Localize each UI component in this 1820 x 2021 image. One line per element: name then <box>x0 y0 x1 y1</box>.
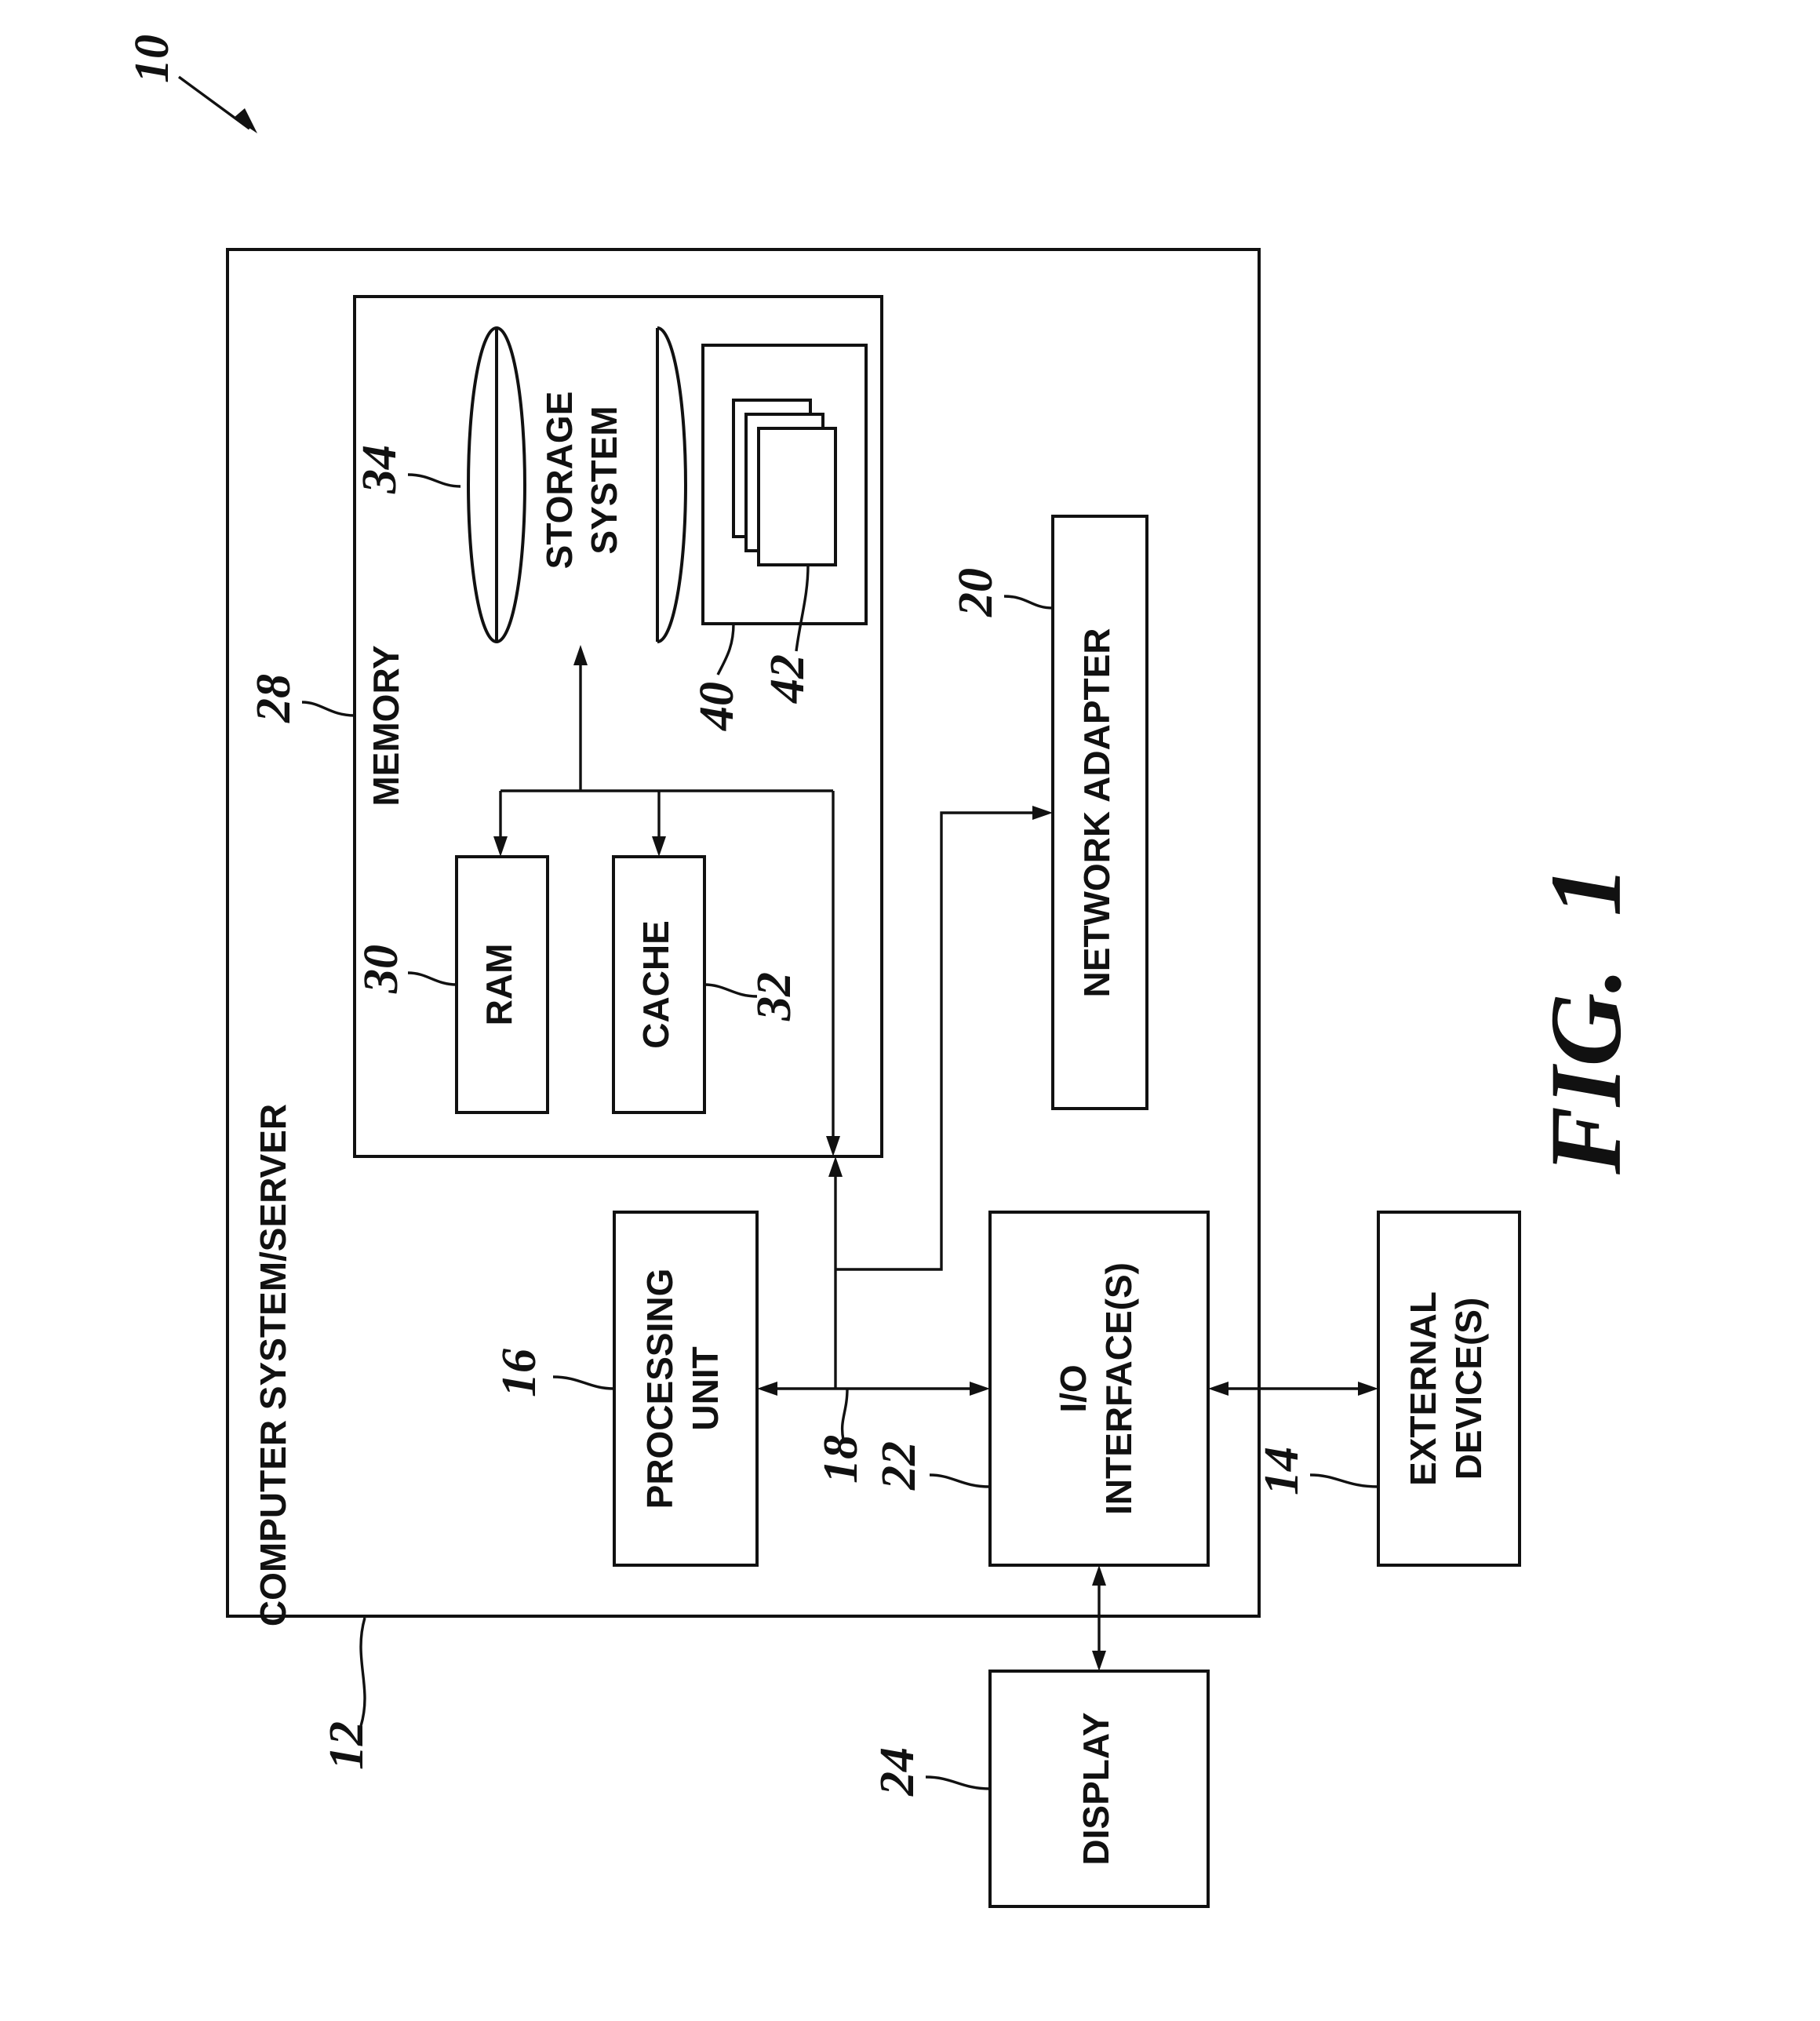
ref-34: 34 <box>353 445 406 494</box>
ref-12: 12 <box>320 1721 373 1770</box>
ref-14: 14 <box>1255 1447 1309 1495</box>
storage-label-line1: STORAGE <box>539 391 580 570</box>
ref-32: 32 <box>748 972 801 1021</box>
ram-label: RAM <box>479 944 519 1026</box>
connectors <box>500 659 1367 1659</box>
memory-label: MEMORY <box>366 645 406 806</box>
network-adapter-label: NETWORK ADAPTER <box>1076 628 1117 997</box>
storage-label-line2: SYSTEM <box>584 406 624 554</box>
ref-30: 30 <box>355 945 408 994</box>
module-page-front <box>759 428 835 565</box>
ref-16: 16 <box>493 1349 546 1397</box>
ref-18: 18 <box>814 1435 868 1484</box>
io-label-line2: INTERFACE(S) <box>1098 1262 1139 1515</box>
ref-22: 22 <box>872 1441 926 1491</box>
processing-label-line2: UNIT <box>685 1346 726 1430</box>
cache-label: CACHE <box>635 920 676 1049</box>
ref-42: 42 <box>761 654 814 704</box>
ref-40: 40 <box>690 682 744 731</box>
ref-28: 28 <box>247 674 300 723</box>
figure-title: FIG. 1 <box>1530 865 1643 1175</box>
processing-label-line1: PROCESSING <box>639 1269 680 1509</box>
io-label-line1: I/O <box>1053 1364 1094 1412</box>
ref-24: 24 <box>871 1747 924 1797</box>
ref-20: 20 <box>949 568 1003 617</box>
computer-system-label: COMPUTER SYSTEM/SERVER <box>253 1104 293 1626</box>
external-label-line1: EXTERNAL <box>1403 1291 1443 1486</box>
display-label: DISPLAY <box>1076 1712 1116 1865</box>
ref-10: 10 <box>126 35 179 83</box>
leader-lines <box>179 77 1378 1789</box>
external-label-line2: DEVICE(S) <box>1448 1298 1489 1480</box>
